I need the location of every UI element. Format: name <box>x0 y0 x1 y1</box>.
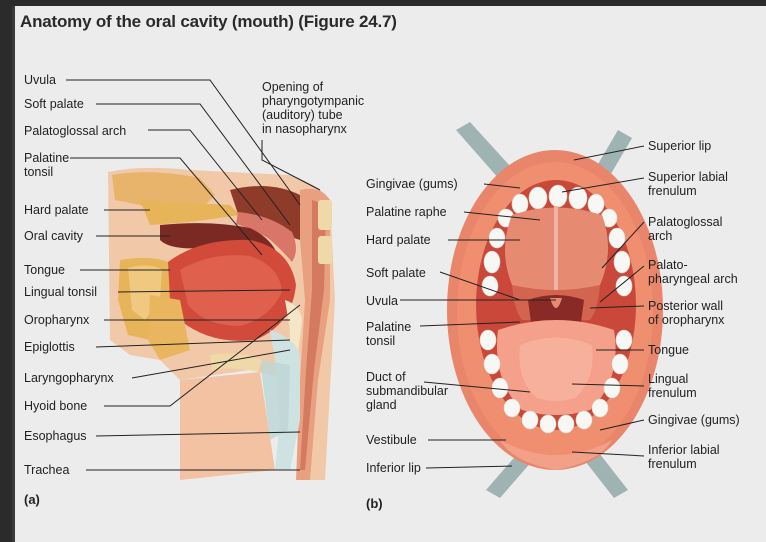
label-pharyngotympanic-tube: Opening of pharyngotympanic (auditory) t… <box>262 80 364 136</box>
label-soft-palate-a: Soft palate <box>24 97 84 111</box>
label-palatine-tonsil-a: Palatine tonsil <box>24 151 69 179</box>
label-palatoglossal-arch-a: Palatoglossal arch <box>24 124 126 138</box>
label-hard-palate-a: Hard palate <box>24 203 89 217</box>
label-superior-lip: Superior lip <box>648 139 711 153</box>
label-tongue-b: Tongue <box>648 343 689 357</box>
label-laryngopharynx-a: Laryngopharynx <box>24 371 114 385</box>
label-palatopharyngeal-arch: Palato- pharyngeal arch <box>648 258 738 286</box>
label-oral-cavity-a: Oral cavity <box>24 229 83 243</box>
label-uvula-b: Uvula <box>366 294 398 308</box>
label-inferior-lip: Inferior lip <box>366 461 421 475</box>
label-vestibule: Vestibule <box>366 433 417 447</box>
label-submandibular-duct: Duct of submandibular gland <box>366 370 448 412</box>
label-soft-palate-b: Soft palate <box>366 266 426 280</box>
label-posterior-wall-oropharynx: Posterior wall of oropharynx <box>648 299 724 327</box>
label-trachea-a: Trachea <box>24 463 69 477</box>
label-gingivae-right: Gingivae (gums) <box>648 413 740 427</box>
label-hyoid-bone-a: Hyoid bone <box>24 399 87 413</box>
label-lingual-tonsil-a: Lingual tonsil <box>24 285 97 299</box>
label-palatine-tonsil-b: Palatine tonsil <box>366 320 411 348</box>
label-hard-palate-b: Hard palate <box>366 233 431 247</box>
panel-a-tag: (a) <box>24 492 40 507</box>
label-palatoglossal-arch-b: Palatoglossal arch <box>648 215 722 243</box>
label-lingual-frenulum: Lingual frenulum <box>648 372 697 400</box>
label-esophagus-a: Esophagus <box>24 429 87 443</box>
label-superior-labial-frenulum: Superior labial frenulum <box>648 170 728 198</box>
label-tongue-a: Tongue <box>24 263 65 277</box>
open-mouth-illustration <box>447 122 663 498</box>
label-gingivae-left: Gingivae (gums) <box>366 177 458 191</box>
label-uvula-a: Uvula <box>24 73 56 87</box>
label-palatine-raphe: Palatine raphe <box>366 205 447 219</box>
panel-b-tag: (b) <box>366 496 383 511</box>
label-oropharynx-a: Oropharynx <box>24 313 89 327</box>
label-epiglottis-a: Epiglottis <box>24 340 75 354</box>
label-inferior-labial-frenulum: Inferior labial frenulum <box>648 443 720 471</box>
